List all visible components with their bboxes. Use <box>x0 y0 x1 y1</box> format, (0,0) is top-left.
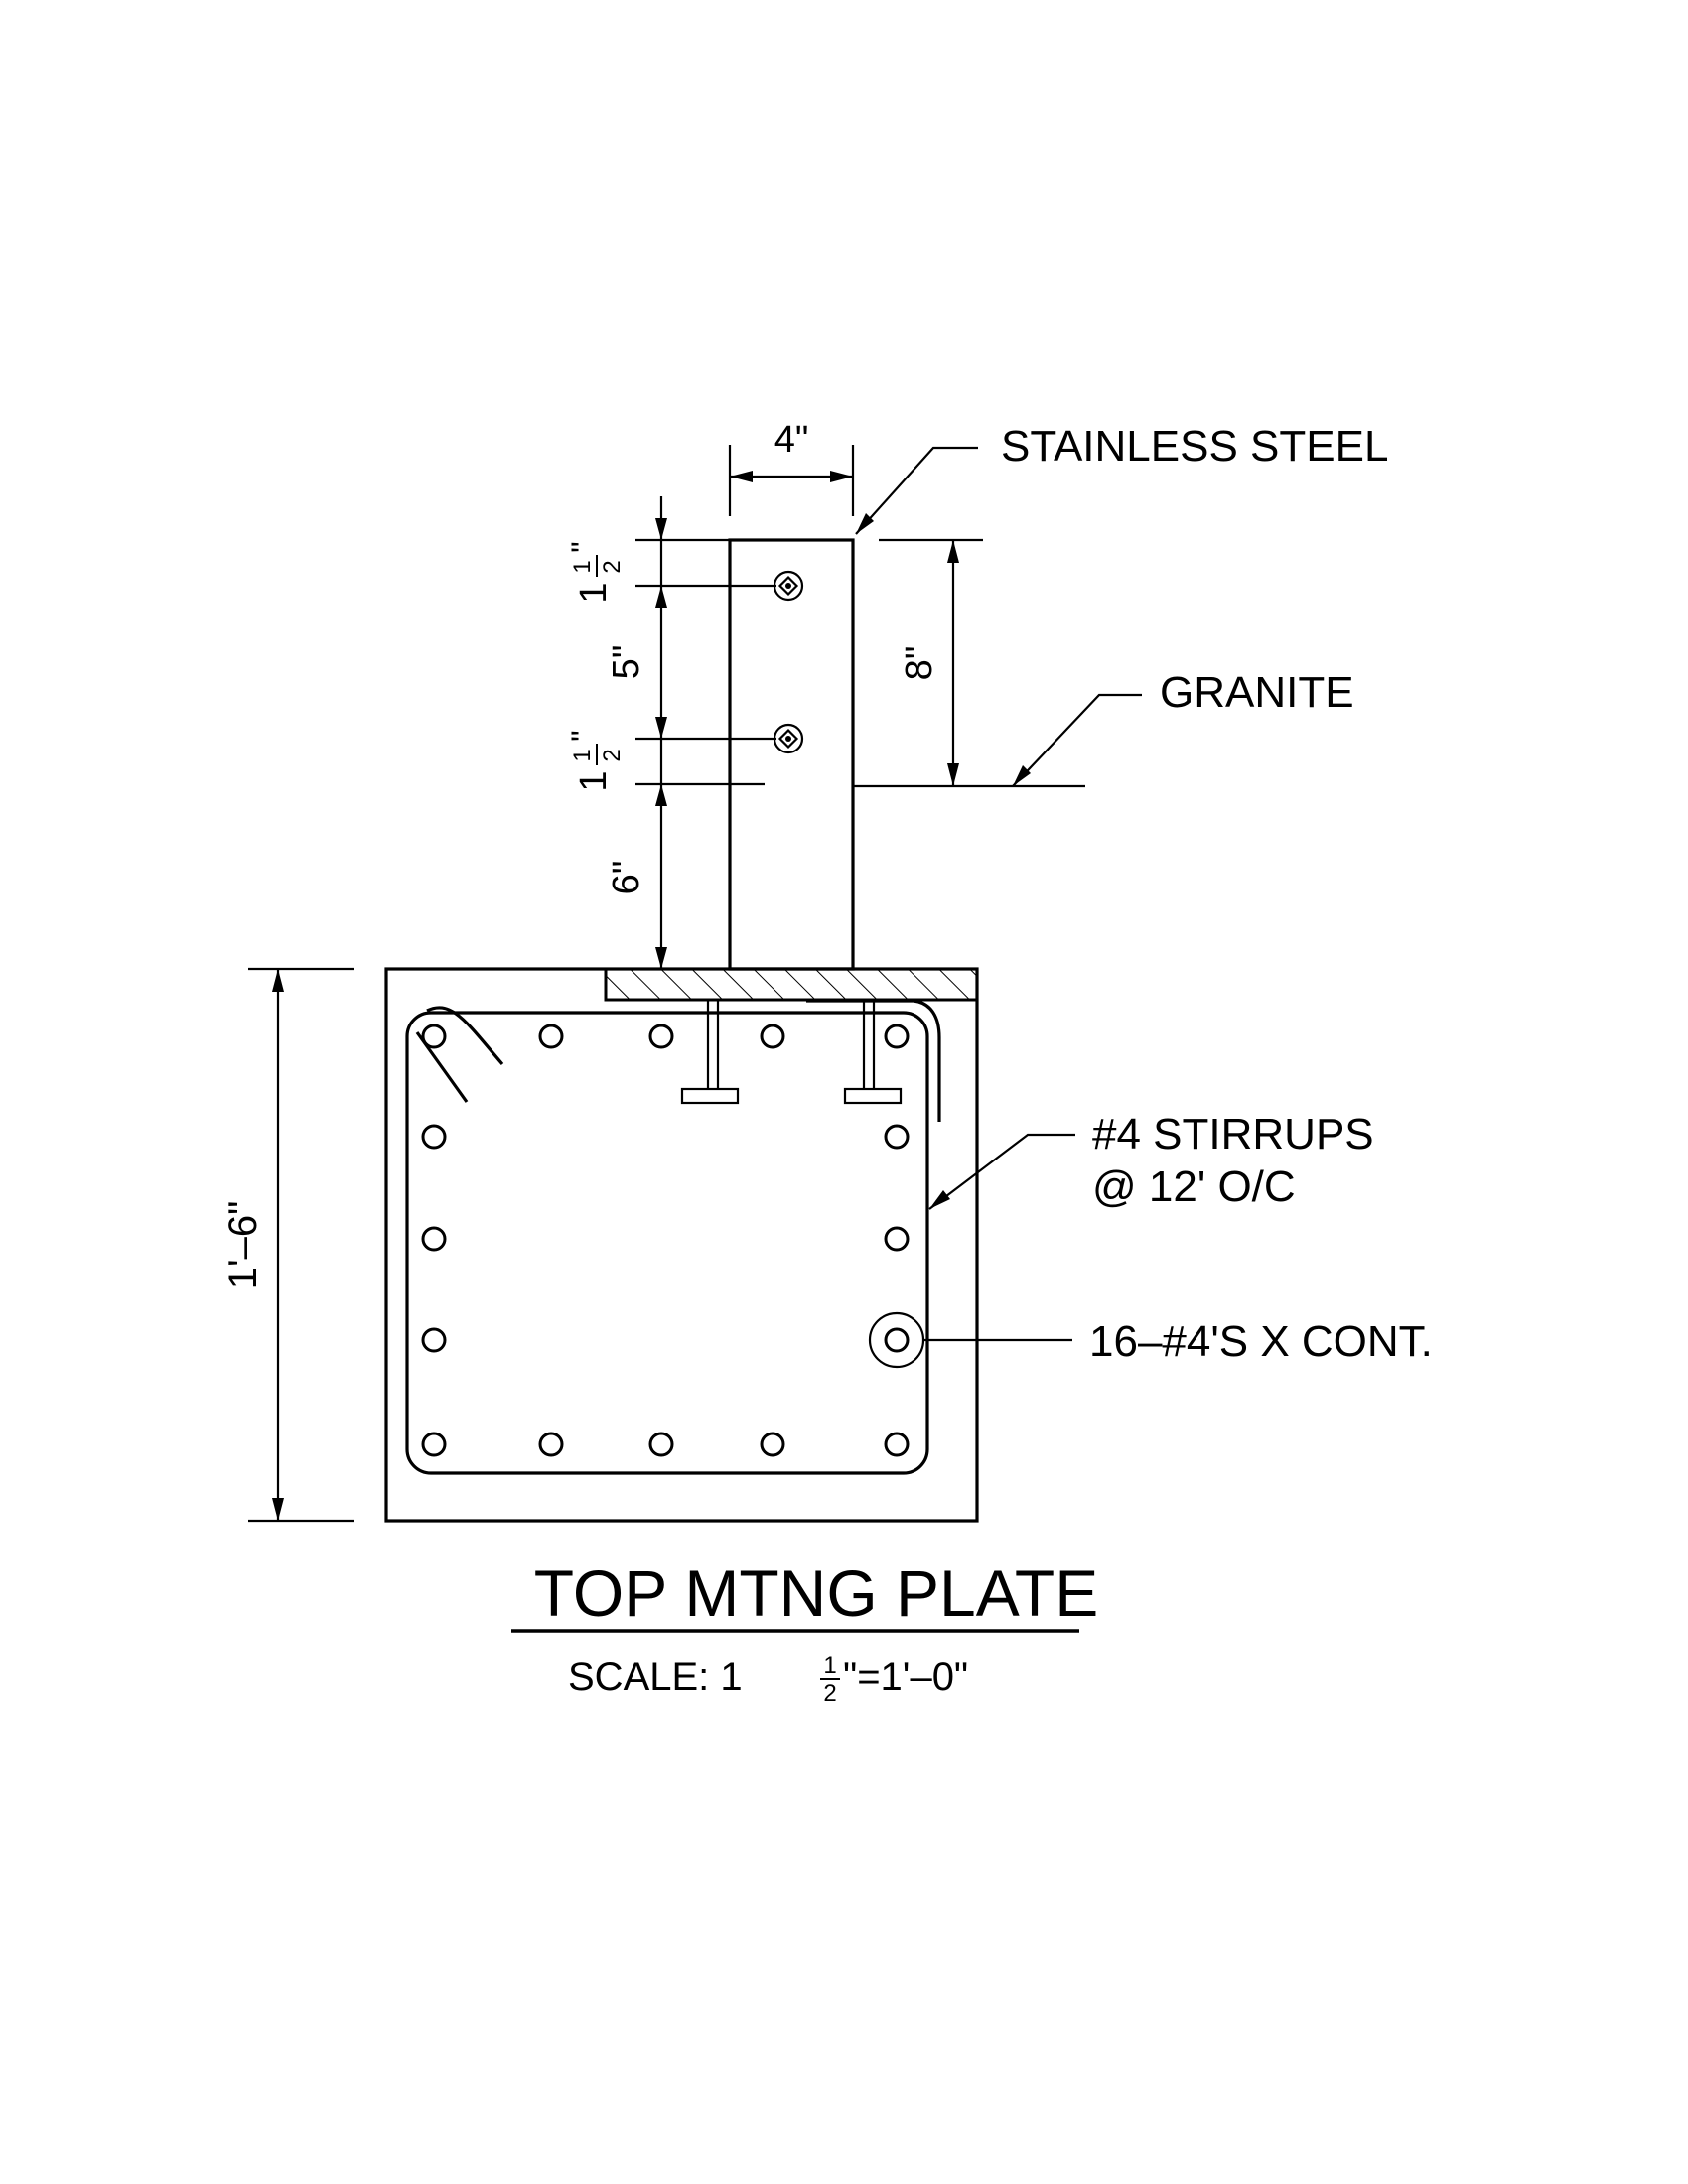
stirrup-hook <box>426 1006 504 1066</box>
svg-text:2: 2 <box>823 1680 836 1706</box>
leader-granite <box>1012 693 1142 787</box>
rebar-bar <box>884 1124 910 1150</box>
rebar-bar <box>884 1226 910 1252</box>
rebar-bar <box>760 1432 785 1457</box>
dim-bolt-bottom-edge: 1 1 2 " <box>565 730 626 791</box>
dim-base-height-label: 1'–6" <box>221 1201 265 1290</box>
callout-stirrups-line2: @ 12' O/C <box>1092 1162 1296 1211</box>
drawing-scale: SCALE: 1 1 2 "=1'–0" <box>568 1652 968 1706</box>
headed-stud-left <box>680 1000 740 1105</box>
rebar-bar <box>648 1024 674 1049</box>
stirrup-lap <box>806 999 941 1122</box>
rebar-bar <box>648 1432 674 1457</box>
rebar-bar <box>760 1024 785 1049</box>
leader-stirrups <box>928 1133 1075 1210</box>
rebar-bar <box>421 1124 447 1150</box>
callout-stirrups-line1: #4 STIRRUPS <box>1092 1110 1374 1159</box>
dim-embed-depth-label: 6" <box>606 861 647 895</box>
dim-bolt-top-edge: 1 1 2 " <box>565 541 626 603</box>
svg-text:": " <box>565 541 601 552</box>
rebar-bar <box>421 1226 447 1252</box>
bolt-bottom <box>773 723 804 754</box>
callout-stainless-steel: STAINLESS STEEL <box>1001 422 1388 471</box>
dim-post-width-label: 4" <box>774 419 809 461</box>
bolt-top <box>773 570 804 602</box>
mounting-plate <box>604 967 979 1002</box>
svg-text:SCALE: 1: SCALE: 1 <box>568 1655 743 1699</box>
dim-base-height: 1'–6" <box>221 967 354 1523</box>
rebar-bar <box>421 1024 447 1049</box>
dim-chain-left <box>635 496 776 969</box>
svg-text:": " <box>565 730 601 741</box>
svg-text:"=1'–0": "=1'–0" <box>843 1655 968 1699</box>
svg-text:2: 2 <box>599 749 626 761</box>
rebar-bar <box>421 1327 447 1353</box>
stainless-steel-post <box>728 538 855 971</box>
svg-text:1: 1 <box>573 770 615 791</box>
svg-text:1: 1 <box>569 560 596 573</box>
drawing-title: TOP MTNG PLATE <box>534 1557 1098 1630</box>
rebar-bar <box>538 1432 564 1457</box>
rebar-bar <box>538 1024 564 1049</box>
dim-granite-height: 8" <box>879 538 983 786</box>
rebar-group <box>421 1024 925 1457</box>
leader-stainless-steel <box>855 446 978 535</box>
rebar-bar <box>884 1024 910 1049</box>
svg-text:1: 1 <box>823 1652 836 1679</box>
rebar-bar <box>421 1432 447 1457</box>
dim-granite-height-label: 8" <box>899 646 940 681</box>
headed-stud-right <box>843 1000 903 1105</box>
svg-text:2: 2 <box>599 560 626 573</box>
svg-text:1: 1 <box>573 582 615 603</box>
callout-rebar: 16–#4'S X CONT. <box>1089 1317 1433 1366</box>
rebar-bar <box>884 1432 910 1457</box>
dim-bolt-spacing-label: 5" <box>606 645 647 680</box>
stirrup <box>405 1011 929 1475</box>
rebar-bar <box>884 1327 910 1353</box>
svg-text:1: 1 <box>569 749 596 761</box>
callout-granite: GRANITE <box>1160 668 1354 717</box>
dim-post-width: 4" <box>728 419 855 516</box>
